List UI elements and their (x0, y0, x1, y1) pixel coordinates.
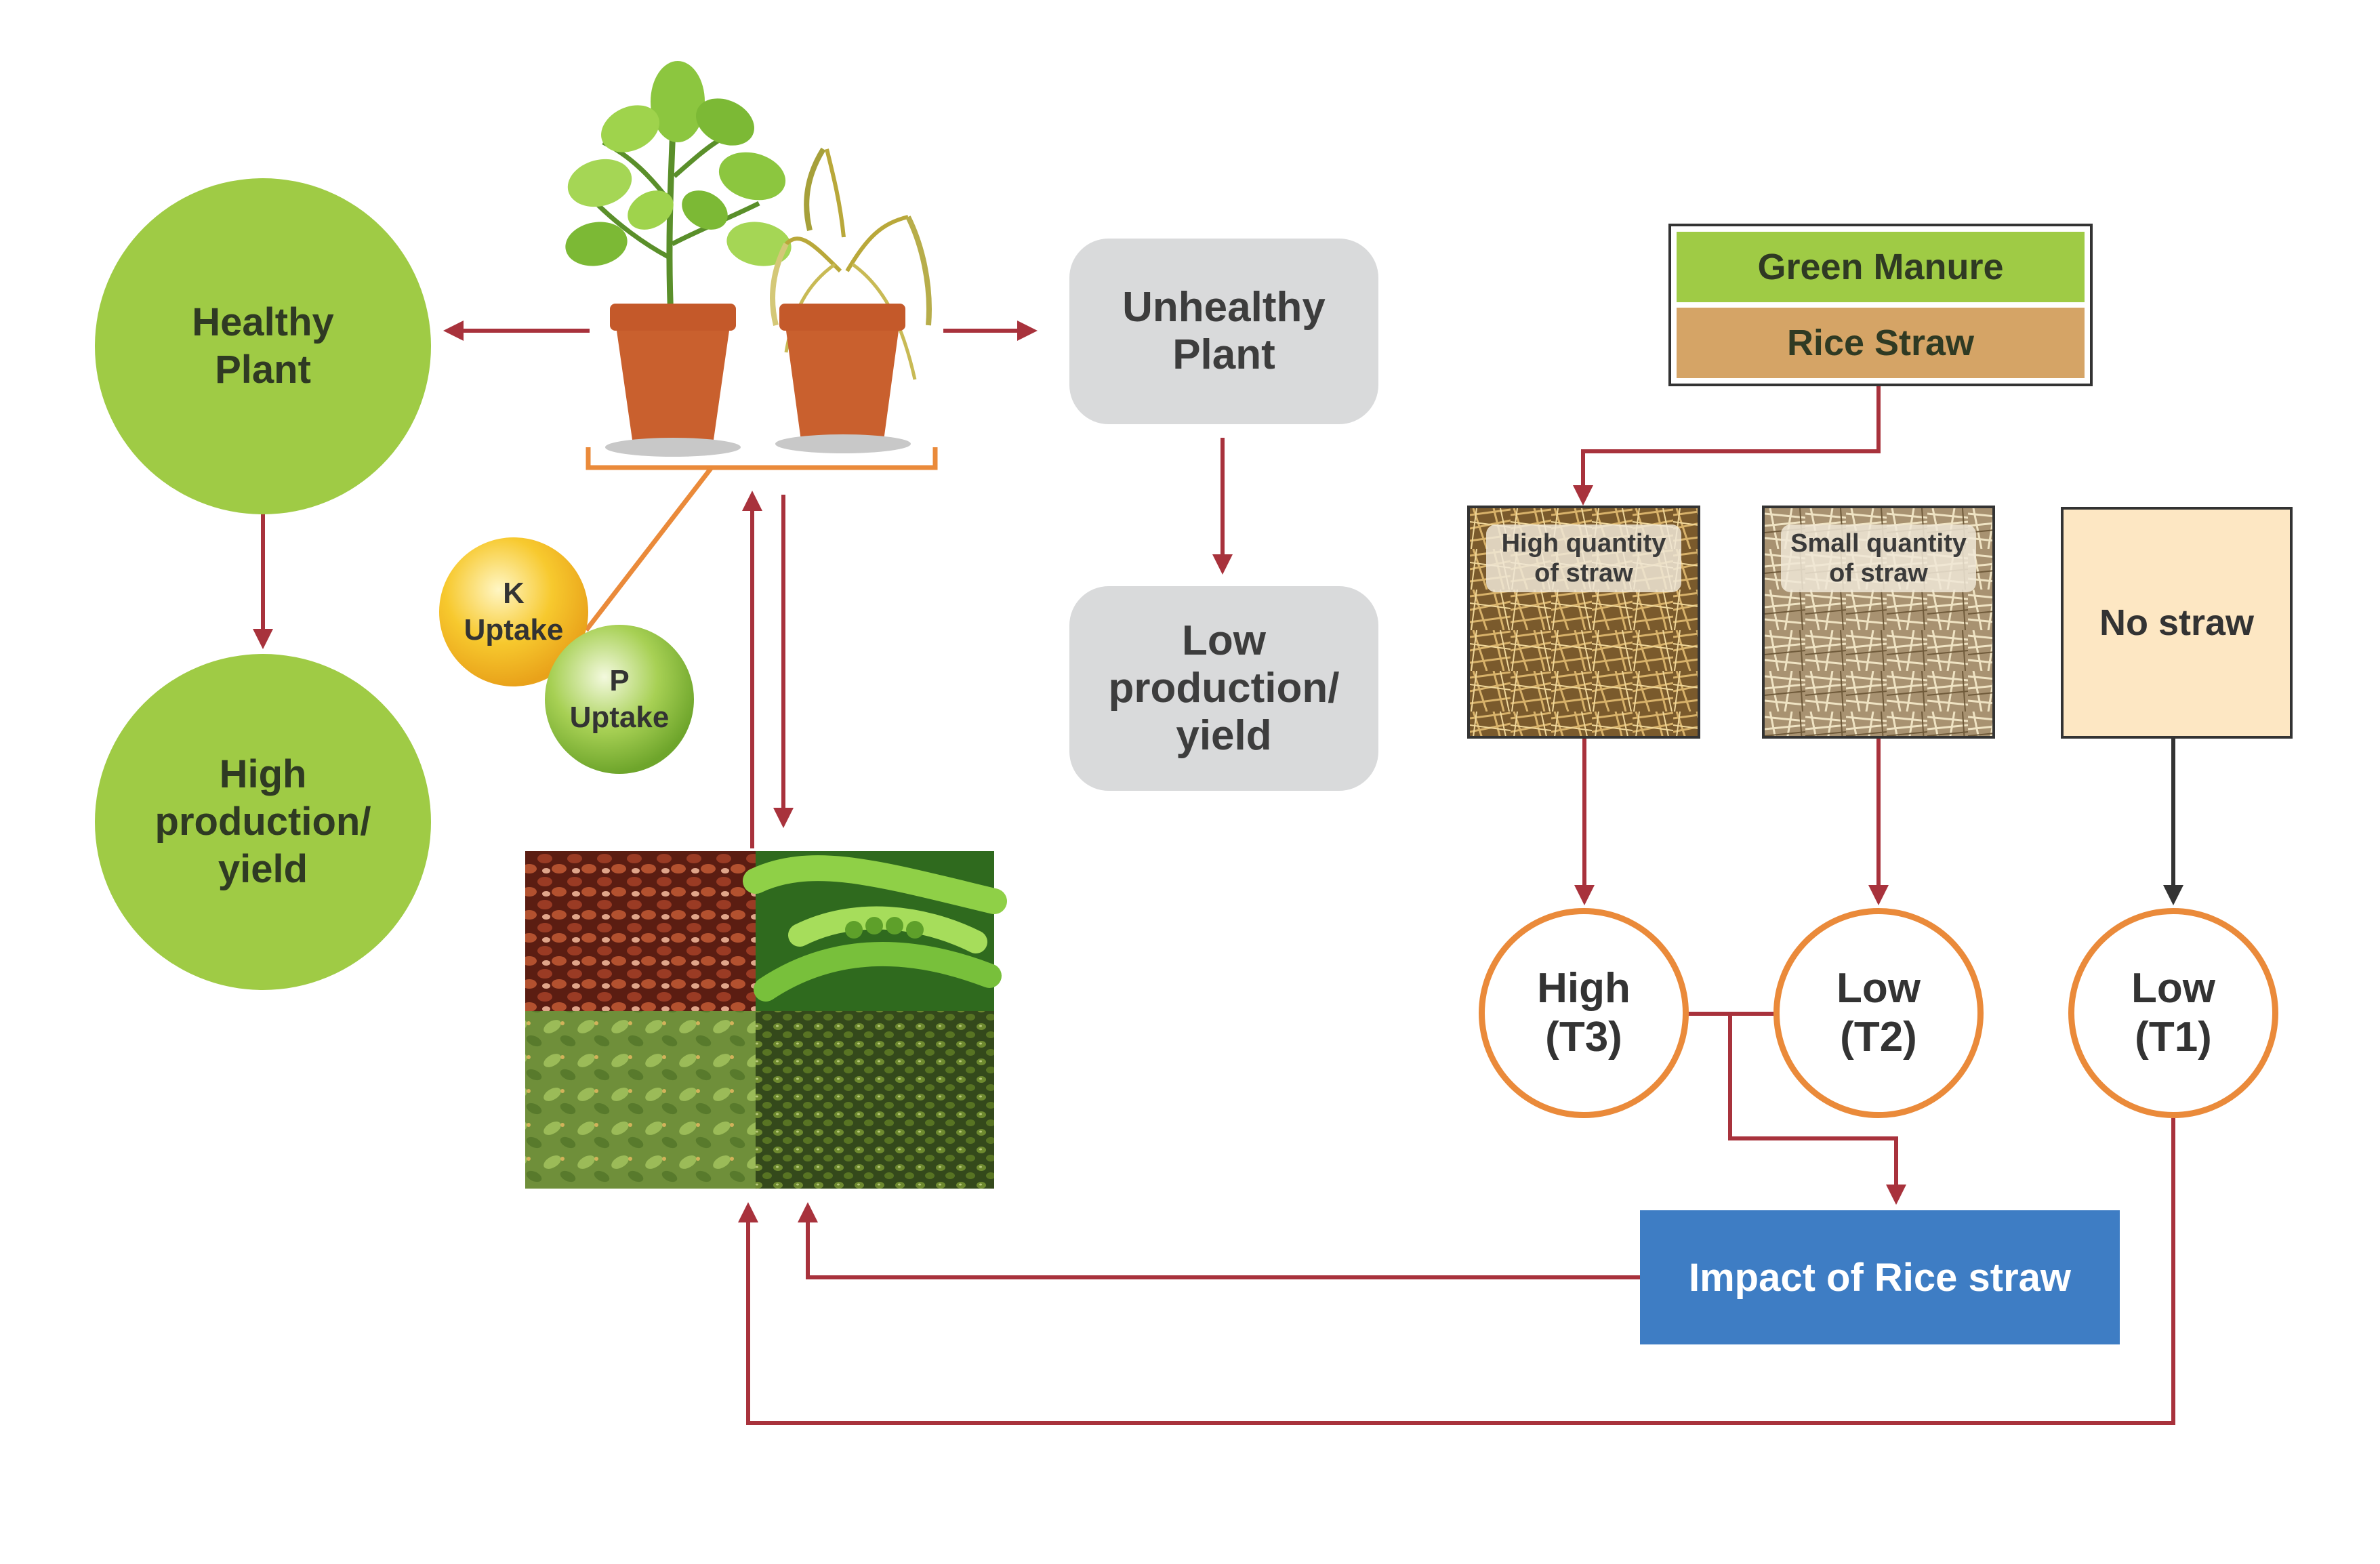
impact-of-rice-straw-box: Impact of Rice straw (1640, 1210, 2120, 1344)
k-uptake-node: K Uptake (439, 537, 588, 686)
low-production-node: Low production/ yield (1069, 586, 1378, 791)
crop-photo-collage (525, 851, 1007, 1189)
unhealthy-plant-label: Unhealthy Plant (1122, 284, 1326, 378)
small-quantity-straw-label: Small quantity of straw (1781, 524, 1976, 592)
arrow-t1-to-crops (738, 1118, 2175, 1425)
healthy-plant-label: Healthy Plant (192, 300, 334, 392)
p-uptake-node: P Uptake (545, 625, 694, 774)
high-production-label: High production/ yield (155, 752, 371, 891)
impact-label: Impact of Rice straw (1688, 1255, 2072, 1300)
arrow-impact-to-crops (798, 1202, 1640, 1279)
legend-box: Green Manure Rice Straw (1668, 224, 2093, 386)
unhealthy-plant-pot-illustration (770, 147, 932, 453)
p-uptake-label: P Uptake (569, 664, 670, 734)
bracket-to-uptake-line (584, 466, 714, 632)
high-quantity-straw-panel: High quantity of straw (1467, 506, 1700, 739)
healthy-plant-pot-illustration (565, 61, 792, 457)
small-quantity-straw-panel: Small quantity of straw (1762, 506, 1995, 739)
arrow-t3-t2-to-impact (1728, 1014, 1906, 1205)
k-uptake-label: K Uptake (464, 577, 564, 646)
pigeon-pea-plant-photo (525, 1011, 756, 1189)
no-straw-panel: No straw (2061, 507, 2293, 739)
pots-bracket (586, 447, 938, 470)
no-straw-label: No straw (2099, 602, 2255, 643)
healthy-plant-node: Healthy Plant (95, 178, 431, 514)
arrow-legend-to-high-quantity (1573, 386, 1881, 506)
treatment-t2-label: Low (T2) (1837, 965, 1921, 1061)
treatment-t1-label: Low (T1) (2131, 965, 2215, 1061)
kidney-beans-photo (525, 851, 756, 1011)
legend-green-manure: Green Manure (1677, 232, 2085, 302)
green-peas-photo (743, 851, 1007, 1011)
treatment-t2-node: Low (T2) (1773, 908, 1984, 1118)
p-uptake-circle (545, 625, 694, 774)
treatment-t3-node: High (T3) (1479, 908, 1689, 1118)
treatment-t3-label: High (T3) (1537, 965, 1630, 1061)
treatment-t1-node: Low (T1) (2068, 908, 2278, 1118)
mung-beans-photo (756, 1011, 994, 1189)
low-production-label: Low production/ yield (1108, 617, 1340, 759)
high-production-node: High production/ yield (95, 654, 431, 990)
high-quantity-straw-label: High quantity of straw (1486, 524, 1681, 592)
unhealthy-plant-node: Unhealthy Plant (1069, 239, 1378, 424)
legend-rice-straw: Rice Straw (1677, 308, 2085, 378)
k-uptake-circle (439, 537, 588, 686)
